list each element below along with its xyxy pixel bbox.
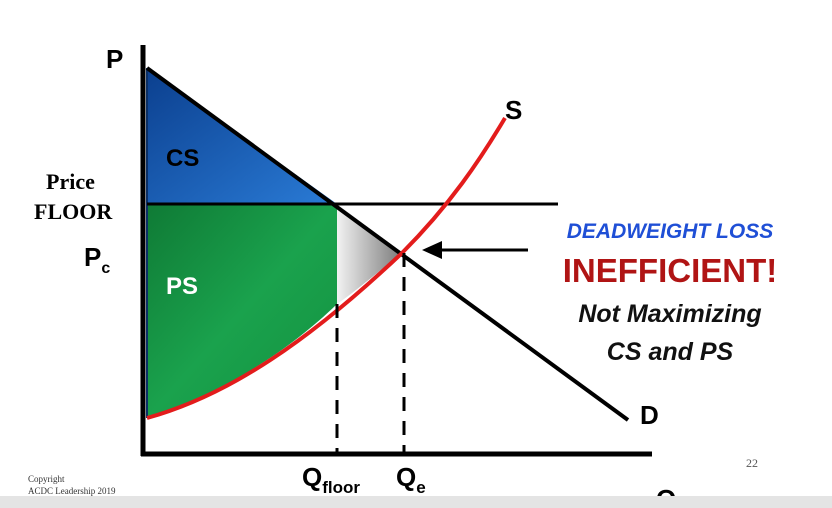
supply-curve — [146, 116, 507, 420]
slide-bottom-bar — [0, 496, 832, 508]
qe-label: Qe — [396, 462, 426, 497]
price-floor-label-line2: FLOOR — [34, 199, 113, 224]
deadweight-loss-region — [337, 204, 402, 304]
copyright-line1: Copyright — [28, 474, 65, 484]
y-axis-label: P — [106, 44, 123, 74]
demand-curve — [145, 66, 630, 422]
ps-label: PS — [166, 273, 198, 300]
price-floor-label-line1: Price — [46, 169, 95, 194]
copyright-line2: ACDC Leadership 2019 — [28, 486, 116, 496]
not-maximizing-line2: CS and PS — [607, 338, 734, 366]
producer-surplus-region — [147, 204, 337, 418]
not-maximizing-line1: Not Maximizing — [578, 300, 761, 328]
equilibrium-arrow-head — [422, 241, 442, 259]
qfloor-label: Qfloor — [302, 462, 360, 497]
pc-label: Pc — [84, 242, 110, 277]
demand-label: D — [640, 400, 659, 430]
inefficient-text: INEFFICIENT! — [563, 252, 777, 289]
supply-label: S — [505, 95, 522, 125]
page-number: 22 — [746, 456, 758, 470]
deadweight-loss-text: DEADWEIGHT LOSS — [567, 220, 774, 243]
cs-label: CS — [166, 145, 199, 172]
